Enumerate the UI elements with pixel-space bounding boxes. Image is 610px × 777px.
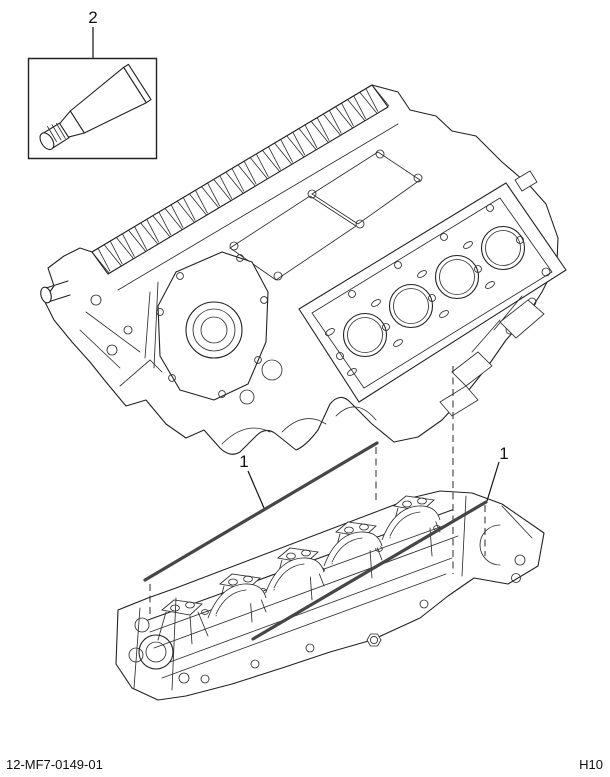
phantom-lines (150, 366, 485, 618)
rear-face (145, 252, 282, 404)
deck-plug-boss (515, 171, 537, 191)
skirt-inner-line (170, 558, 452, 662)
rear-mount-bracket (462, 496, 532, 583)
engine-block-illustration (39, 85, 566, 454)
bedplate-front-face (129, 598, 189, 690)
sealant-beads (145, 443, 486, 639)
callout-1-right-label: 1 (499, 444, 508, 463)
crank-seal-mid (193, 309, 235, 351)
bearing-saddles (208, 506, 440, 618)
main-bearing-bulkheads (158, 496, 440, 640)
skirt-inner-line-2 (162, 574, 446, 678)
sealant-tube-inset: 2 (29, 8, 157, 159)
figure-footer: 12-MF7-0149-01 H10 (6, 757, 603, 772)
bottom-skirt-arches (222, 407, 376, 444)
crank-seal-outer (186, 302, 242, 358)
rear-cover-gasket (158, 252, 268, 400)
sealant-bead-left (145, 443, 377, 580)
deck-bolt-holes (324, 205, 523, 377)
rear-port-small (240, 390, 254, 404)
deck-step-line (118, 124, 398, 290)
right-bank-deck (299, 171, 566, 402)
deck-hatching (92, 85, 389, 273)
callout-1-left-leader (248, 471, 264, 508)
skirt-hardware (201, 600, 428, 683)
left-bank-deck-band (92, 85, 388, 274)
sealant-tube-icon (37, 64, 151, 152)
callout-1-right: 1 (487, 444, 509, 501)
callout-1-right-leader (487, 462, 499, 501)
callout-2-label: 2 (88, 8, 97, 27)
front-bore-inner (146, 642, 166, 662)
crank-seal-inner (201, 317, 227, 343)
front-bore-outer (139, 635, 173, 669)
grid-reference: H10 (579, 757, 603, 772)
head-gasket-outline (312, 198, 552, 388)
callout-1-left-label: 1 (239, 452, 248, 471)
sealant-bead-right (253, 502, 486, 639)
document-code: 12-MF7-0149-01 (6, 757, 103, 772)
rear-port-large (262, 360, 282, 380)
gasket-bolt-holes (157, 255, 268, 398)
callout-1-left: 1 (239, 452, 264, 508)
cylinder-bores (344, 227, 525, 357)
left-side-details (39, 281, 162, 386)
right-skirt-details (440, 268, 550, 416)
valley-panels (230, 150, 422, 280)
